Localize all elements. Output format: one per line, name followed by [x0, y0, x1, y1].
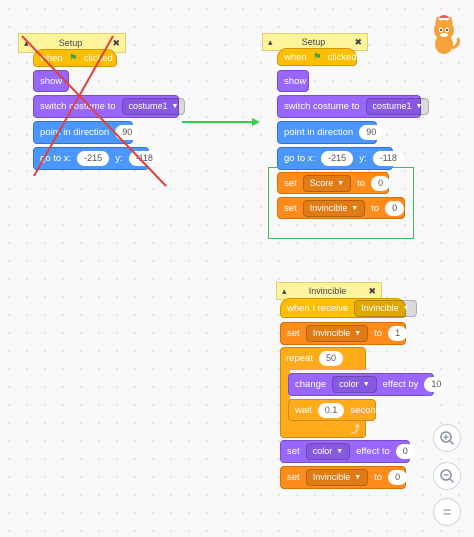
repeat-label-row: repeat 50 [280, 347, 349, 369]
close-icon[interactable]: ✖ [112, 37, 120, 48]
comment-text: Setup [58, 38, 83, 48]
variable-dropdown[interactable]: Invincible▼ [302, 199, 366, 217]
when-i-receive-block[interactable]: when I receive Invincible▼ [280, 298, 417, 318]
set-effect-block[interactable]: set color▼ effect to 0 [280, 440, 415, 463]
zoom-out-button[interactable] [433, 462, 461, 490]
collapse-icon[interactable]: ▴ [282, 285, 287, 296]
value-input[interactable]: 0 [371, 175, 391, 191]
message-dropdown[interactable]: Invincible▼ [354, 299, 417, 317]
highlight-box [268, 167, 414, 239]
chevron-down-icon: ▼ [351, 204, 359, 212]
value-input[interactable]: 0 [385, 200, 405, 216]
y-input[interactable]: -118 [372, 151, 404, 166]
costume-dropdown[interactable]: costume1▼ [365, 98, 430, 115]
invincible-comment[interactable]: ▴ Invincible ✖ [276, 282, 382, 300]
switch-costume-block[interactable]: switch costume to costume1▼ [277, 95, 430, 118]
chevron-down-icon: ▼ [354, 474, 362, 481]
equals-icon: = [442, 503, 452, 521]
chevron-down-icon: ▼ [415, 103, 423, 110]
close-icon[interactable]: ✖ [354, 36, 362, 47]
when-flag-clicked-block-left[interactable]: when ⚑ clicked [33, 49, 117, 67]
goto-xy-block-left[interactable]: go to x: -215 y: -118 [33, 147, 160, 170]
effect-value-input[interactable]: 0 [395, 444, 415, 459]
setup-comment-right[interactable]: ▴ Setup ✖ [262, 33, 368, 51]
effect-dropdown[interactable]: color▼ [332, 376, 377, 393]
point-direction-block[interactable]: point in direction 90 [277, 121, 384, 144]
chevron-down-icon: ▼ [337, 179, 345, 187]
goto-xy-block[interactable]: go to x: -215 y: -118 [277, 147, 404, 170]
repeat-count-input[interactable]: 50 [318, 350, 343, 366]
close-icon[interactable]: ✖ [368, 285, 376, 296]
effect-amount-input[interactable]: 10 [424, 377, 449, 392]
x-input[interactable]: -215 [321, 151, 354, 166]
show-block[interactable]: show [277, 70, 309, 92]
set-invincible-1-block[interactable]: set Invincible▼ to 1 [280, 322, 408, 345]
when-flag-clicked-block[interactable]: when ⚑ clicked [277, 48, 357, 66]
chevron-down-icon: ▼ [336, 448, 344, 455]
variable-dropdown[interactable]: Score▼ [302, 174, 352, 192]
set-invincible-0-block[interactable]: set Invincible▼ to 0 [280, 466, 408, 489]
zoom-reset-button[interactable]: = [433, 498, 461, 526]
chevron-down-icon: ▼ [362, 381, 370, 388]
green-flag-icon: ⚑ [68, 52, 78, 64]
wait-block[interactable]: wait 0.1 seconds [288, 399, 386, 421]
chevron-down-icon: ▼ [171, 103, 179, 110]
chevron-down-icon: ▼ [354, 330, 362, 337]
value-input[interactable]: 1 [388, 326, 408, 341]
switch-costume-block-left[interactable]: switch costume to costume1▼ [33, 95, 186, 118]
set-invincible-block[interactable]: set Invincible▼ to 0 [277, 197, 405, 219]
variable-dropdown[interactable]: Invincible▼ [305, 469, 369, 486]
setup-comment-left[interactable]: ▴ Setup ✖ [18, 33, 126, 53]
effect-dropdown[interactable]: color▼ [305, 443, 351, 460]
green-flag-icon: ⚑ [312, 51, 322, 63]
cat-sprite-icon [434, 15, 460, 54]
zoom-out-icon [440, 469, 455, 484]
zoom-in-icon [440, 431, 455, 446]
collapse-icon[interactable]: ▴ [268, 36, 273, 47]
set-score-block[interactable]: set Score▼ to 0 [277, 172, 391, 194]
repeat-block-bottom [280, 421, 366, 438]
comment-text: Invincible [308, 286, 347, 296]
change-effect-block[interactable]: change color▼ effect by 10 [288, 373, 449, 396]
direction-input[interactable]: 90 [115, 125, 140, 140]
chevron-down-icon: ▼ [402, 304, 410, 312]
comment-text: Setup [301, 37, 326, 47]
loop-arrow-icon: ⤴ [350, 425, 360, 436]
value-input[interactable]: 0 [388, 470, 408, 485]
zoom-in-button[interactable] [433, 424, 461, 452]
collapse-icon[interactable]: ▴ [24, 37, 29, 48]
costume-dropdown[interactable]: costume1▼ [121, 98, 186, 115]
wait-seconds-input[interactable]: 0.1 [317, 402, 345, 418]
direction-input[interactable]: 90 [359, 125, 384, 140]
variable-dropdown[interactable]: Invincible▼ [305, 325, 369, 342]
x-input[interactable]: -215 [77, 151, 110, 166]
